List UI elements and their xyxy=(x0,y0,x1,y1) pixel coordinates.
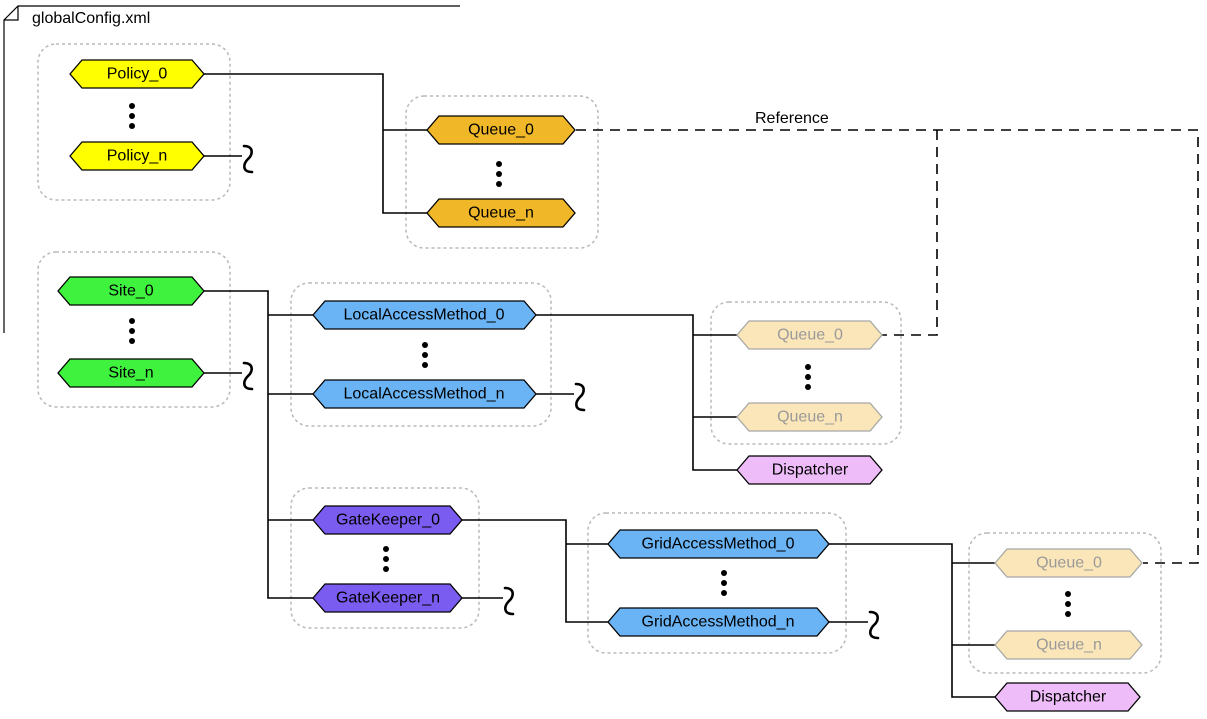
queue-0-node[interactable]: Queue_0 xyxy=(426,115,576,145)
queue-group xyxy=(405,95,599,249)
grid-queue-group xyxy=(968,532,1162,674)
grid-access-method-0-node[interactable]: GridAccessMethod_0 xyxy=(607,529,830,559)
local-queue-n-node[interactable]: Queue_n xyxy=(736,402,883,432)
ellipsis-dots xyxy=(129,103,1071,617)
gatekeeper-0-node[interactable]: GateKeeper_0 xyxy=(312,505,463,535)
local-access-method-0-node[interactable]: LocalAccessMethod_0 xyxy=(312,300,537,330)
site-group xyxy=(37,251,231,408)
squiggle-icon xyxy=(242,144,254,174)
squiggle-icon xyxy=(868,610,880,640)
queue-n-node[interactable]: Queue_n xyxy=(426,198,576,228)
local-dispatcher-label: Dispatcher xyxy=(772,462,849,479)
grid-queue-0-node[interactable]: Queue_0 xyxy=(994,548,1143,578)
gatekeeper-0-label: GateKeeper_0 xyxy=(336,512,440,529)
ellipsis-icon xyxy=(129,103,135,129)
reference-label: Reference xyxy=(755,110,829,127)
grid-dispatcher-label: Dispatcher xyxy=(1030,689,1107,706)
ellipsis-icon xyxy=(129,318,135,344)
grid-access-method-n-node[interactable]: GridAccessMethod_n xyxy=(607,607,830,637)
frame-title: globalConfig.xml xyxy=(32,10,150,27)
grid-access-group xyxy=(587,512,847,654)
policy-0-node[interactable]: Policy_0 xyxy=(69,59,205,89)
connectors xyxy=(203,73,995,698)
group-boxes xyxy=(37,43,1162,674)
grid-queue-n-node[interactable]: Queue_n xyxy=(994,630,1143,660)
policy-n-node[interactable]: Policy_n xyxy=(69,141,205,171)
site-n-node[interactable]: Site_n xyxy=(57,358,205,388)
local-dispatcher-node[interactable]: Dispatcher xyxy=(736,455,883,485)
gatekeeper-n-label: GateKeeper_n xyxy=(336,590,440,607)
grid-access-method-0-label: GridAccessMethod_0 xyxy=(642,536,795,553)
grid-access-method-n-label: GridAccessMethod_n xyxy=(642,614,795,631)
squiggle-icon xyxy=(503,586,515,616)
squiggle-icon xyxy=(574,382,586,412)
site-0-node[interactable]: Site_0 xyxy=(57,276,205,306)
ellipsis-icon xyxy=(422,342,428,368)
ellipsis-icon xyxy=(1065,591,1071,617)
continuation-marks xyxy=(242,144,880,640)
local-access-method-0-label: LocalAccessMethod_0 xyxy=(344,307,505,324)
local-access-method-n-label: LocalAccessMethod_n xyxy=(344,386,505,403)
local-queue-0-label: Queue_0 xyxy=(777,327,843,344)
site-n-label: Site_n xyxy=(108,365,153,382)
ellipsis-icon xyxy=(383,546,389,572)
policy-group xyxy=(37,43,231,201)
policy-n-label: Policy_n xyxy=(107,148,167,165)
local-queue-group xyxy=(710,301,902,445)
grid-queue-0-label: Queue_0 xyxy=(1036,555,1102,572)
squiggle-icon xyxy=(242,361,254,391)
policy-0-label: Policy_0 xyxy=(107,66,168,83)
local-queue-0-node[interactable]: Queue_0 xyxy=(736,320,883,350)
ellipsis-icon xyxy=(496,161,502,187)
queue-0-label: Queue_0 xyxy=(468,122,534,139)
local-access-group xyxy=(290,282,552,427)
grid-queue-n-label: Queue_n xyxy=(1036,637,1102,654)
grid-dispatcher-node[interactable]: Dispatcher xyxy=(994,682,1141,712)
ellipsis-icon xyxy=(805,364,811,390)
reference-links: Reference xyxy=(576,110,1199,564)
queue-n-label: Queue_n xyxy=(468,205,534,222)
gatekeeper-n-node[interactable]: GateKeeper_n xyxy=(312,583,463,613)
document-frame: globalConfig.xml xyxy=(3,5,460,333)
local-queue-n-label: Queue_n xyxy=(777,409,843,426)
ellipsis-icon xyxy=(721,570,727,596)
local-access-method-n-node[interactable]: LocalAccessMethod_n xyxy=(312,379,537,409)
site-0-label: Site_0 xyxy=(108,283,153,300)
